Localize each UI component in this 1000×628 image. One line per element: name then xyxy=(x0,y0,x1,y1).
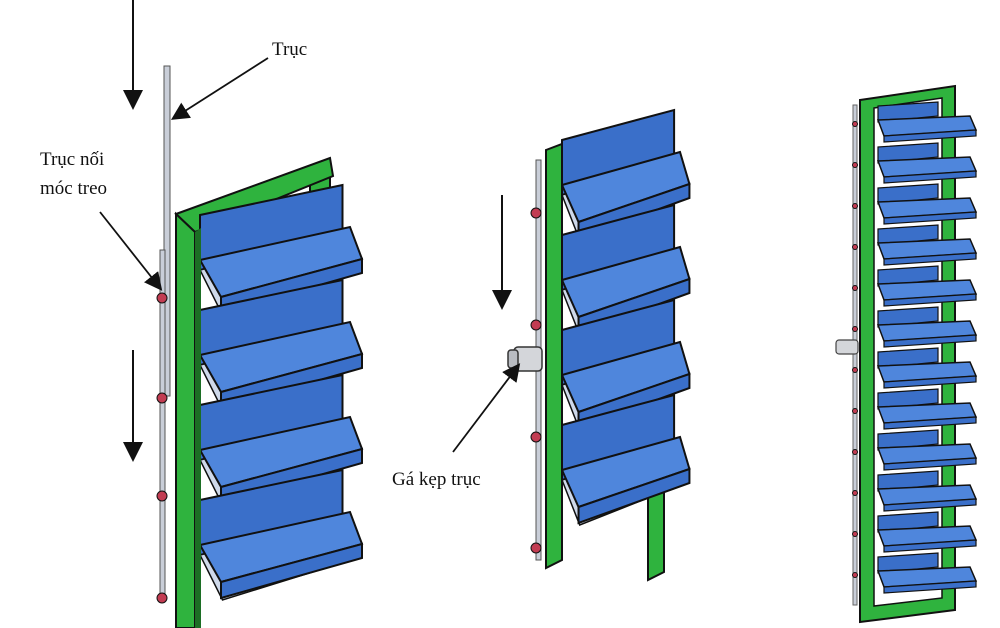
blade-right-back xyxy=(877,306,939,328)
blade-right-lip xyxy=(883,252,977,266)
blade-right-back xyxy=(877,470,939,492)
blade-left-1 xyxy=(198,183,364,316)
assembly-middle xyxy=(492,108,691,582)
hinge-left-2 xyxy=(156,392,168,404)
blade-left-3 xyxy=(198,373,364,506)
blade-right-7 xyxy=(876,347,978,389)
hinge-right-2 xyxy=(852,162,858,168)
blade-right-3 xyxy=(876,183,978,225)
frame-left-post xyxy=(175,211,196,628)
blade-right-back xyxy=(877,265,939,287)
blade-right-lip xyxy=(883,211,977,225)
blade-right-8 xyxy=(876,388,978,430)
blade-right-lip xyxy=(883,498,977,512)
hinge-right-5 xyxy=(852,285,858,291)
blade-middle-3 xyxy=(560,298,691,431)
blade-right-back xyxy=(877,429,939,451)
blade-group-right xyxy=(876,101,978,594)
blade-right-back xyxy=(877,101,939,123)
blade-right-9 xyxy=(876,429,978,471)
hinge-middle-4 xyxy=(530,542,542,554)
hinge-right-4 xyxy=(852,244,858,250)
blade-right-lip xyxy=(883,375,977,389)
blade-right-back xyxy=(877,224,939,246)
hinge-right-11 xyxy=(852,531,858,537)
blade-lip xyxy=(577,467,691,525)
leader-truc-noi xyxy=(99,211,163,291)
blade-right-lip xyxy=(883,457,977,471)
hinge-group-middle xyxy=(530,207,542,554)
blade-right-10 xyxy=(876,470,978,512)
blade-right-lip xyxy=(883,293,977,307)
hinge-left-4 xyxy=(156,592,168,604)
leader-ga-kep xyxy=(452,363,521,453)
blade-left-4 xyxy=(198,468,364,601)
blade-right-back xyxy=(877,142,939,164)
blade-right-12 xyxy=(876,552,978,594)
leader-truc xyxy=(170,57,269,120)
hinge-middle-2 xyxy=(530,319,542,331)
hinge-middle-1 xyxy=(530,207,542,219)
blade-right-lip xyxy=(883,539,977,553)
blade-right-4 xyxy=(876,224,978,266)
blade-right-lip xyxy=(883,580,977,594)
label-truc-noi-line2: móc treo xyxy=(40,178,108,199)
blade-right-5 xyxy=(876,265,978,307)
hinge-right-7 xyxy=(852,367,858,373)
blade-right-back xyxy=(877,552,939,574)
hinge-right-6 xyxy=(852,326,858,332)
assembly-left xyxy=(123,0,364,628)
hinge-group-left xyxy=(156,292,168,604)
blade-right-back xyxy=(877,511,939,533)
hinge-right-10 xyxy=(852,490,858,496)
hinge-right-3 xyxy=(852,203,858,209)
label-truc: Trục xyxy=(272,39,308,60)
hinge-group-right xyxy=(852,121,858,578)
hinge-right-1 xyxy=(852,121,858,127)
blade-right-back xyxy=(877,388,939,410)
hinge-right-8 xyxy=(852,408,858,414)
blade-right-lip xyxy=(883,334,977,348)
hinge-left-3 xyxy=(156,490,168,502)
hinge-left-1 xyxy=(156,292,168,304)
frame-left-post-shade xyxy=(195,228,201,628)
shaft-clamp xyxy=(507,346,543,372)
hinge-right-9 xyxy=(852,449,858,455)
blade-right-1 xyxy=(876,101,978,143)
blade-group-middle xyxy=(560,108,691,526)
frame-left-post-mid xyxy=(545,142,563,570)
blade-right-2 xyxy=(876,142,978,184)
blade-right-lip xyxy=(883,416,977,430)
hinge-middle-3 xyxy=(530,431,542,443)
shaft-clamp-right xyxy=(835,339,859,355)
blade-right-6 xyxy=(876,306,978,348)
blade-right-back xyxy=(877,183,939,205)
hinge-right-12 xyxy=(852,572,858,578)
blade-right-back xyxy=(877,347,939,369)
blade-right-lip xyxy=(883,129,977,143)
blade-right-lip xyxy=(883,170,977,184)
label-truc-noi-line1: Trục nối xyxy=(40,149,105,170)
blade-lip xyxy=(220,542,363,600)
blade-group-left xyxy=(198,183,364,601)
axis-rod-right xyxy=(852,104,858,606)
blade-right-11 xyxy=(876,511,978,553)
label-ga-kep-truc: Gá kẹp trục xyxy=(392,469,481,490)
assembly-right xyxy=(835,84,978,624)
